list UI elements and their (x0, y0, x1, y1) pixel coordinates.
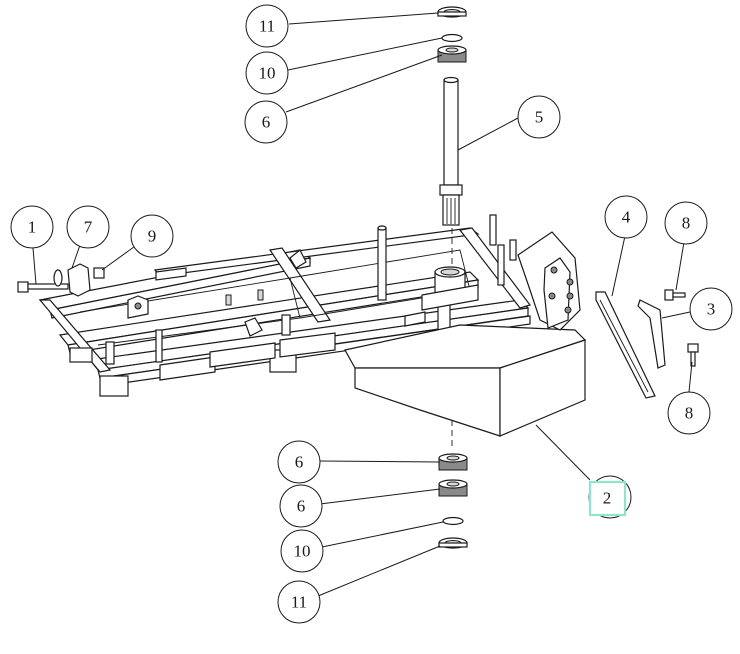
svg-text:6: 6 (297, 497, 306, 516)
callout-6-bottom-a: 6 (277, 440, 321, 484)
callout-7: 7 (66, 205, 110, 249)
svg-text:3: 3 (707, 300, 716, 319)
callout-10-bottom: 10 (280, 529, 324, 573)
top-circlip (441, 33, 463, 43)
bottom-bearing-a (438, 453, 468, 471)
bolt-top (664, 289, 686, 301)
svg-text:5: 5 (535, 108, 544, 127)
bottom-seal (438, 537, 468, 549)
callout-5: 5 (517, 95, 561, 139)
top-bearing (437, 45, 467, 63)
top-seal (437, 6, 467, 18)
bottom-bearing-b (438, 479, 468, 497)
svg-text:10: 10 (294, 542, 311, 561)
leader-lines (32, 12, 693, 597)
gearbox-housing (344, 266, 587, 437)
bolt-left (17, 281, 69, 293)
svg-text:1: 1 (28, 218, 37, 237)
svg-text:6: 6 (262, 113, 271, 132)
bolt-bottom (687, 343, 699, 367)
strap (637, 299, 666, 369)
callout-10-top: 10 (245, 51, 289, 95)
svg-text:7: 7 (84, 218, 93, 237)
shaft (439, 76, 463, 226)
svg-text:4: 4 (622, 208, 631, 227)
callout-8-top: 8 (664, 201, 708, 245)
clamp-plate (53, 263, 91, 297)
svg-text:2: 2 (603, 489, 612, 508)
svg-text:9: 9 (148, 227, 157, 246)
nut (93, 267, 105, 279)
bottom-circlip (442, 516, 464, 526)
svg-text:11: 11 (291, 593, 307, 612)
svg-text:10: 10 (259, 64, 276, 83)
svg-text:8: 8 (685, 404, 694, 423)
callout-11-top: 11 (245, 4, 289, 48)
callout-8-bottom: 8 (667, 391, 711, 435)
callout-6-top: 6 (244, 100, 288, 144)
svg-text:8: 8 (682, 214, 691, 233)
callout-1: 1 (10, 205, 54, 249)
callout-6-bottom-b: 6 (279, 484, 323, 528)
callout-4: 4 (604, 195, 648, 239)
callout-11-bottom: 11 (277, 580, 321, 624)
svg-text:11: 11 (259, 17, 275, 36)
callout-3: 3 (689, 287, 733, 331)
callout-9: 9 (130, 214, 174, 258)
side-bracket (517, 231, 581, 331)
callout-2: 2 (588, 475, 632, 519)
guard-plate (595, 291, 656, 399)
svg-text:6: 6 (295, 453, 304, 472)
